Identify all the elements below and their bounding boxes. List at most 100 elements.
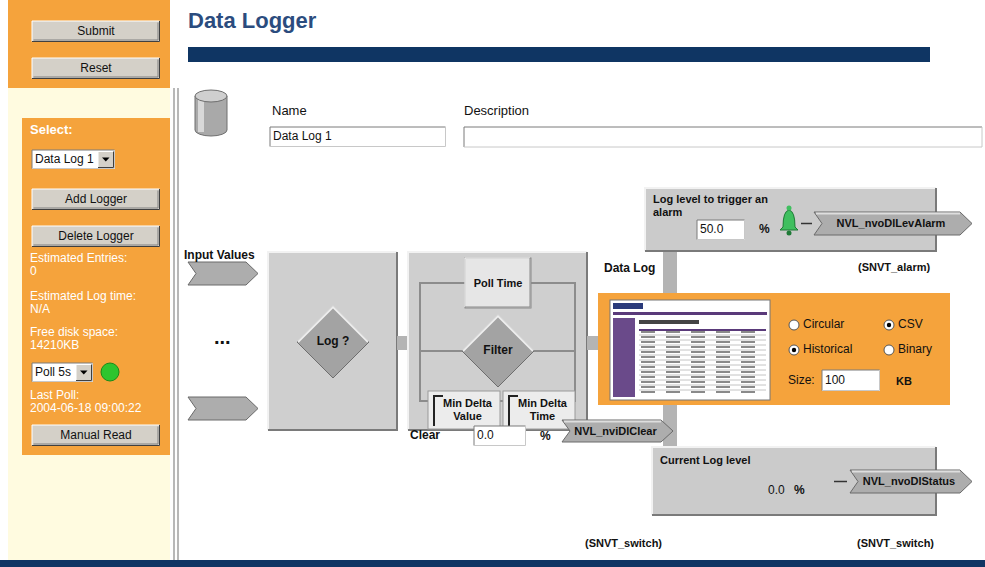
dropdown-select-label: Poll 5s <box>35 366 71 380</box>
thumbnail-cell <box>641 341 655 343</box>
dropdown-button <box>98 152 114 168</box>
decision-diamond-label: Filter <box>483 344 512 358</box>
shape-group <box>32 58 160 79</box>
push-button-label: Add Logger <box>65 193 127 207</box>
sidebar-label: Free disk space: <box>30 326 118 340</box>
dropdown-button-face <box>98 152 114 168</box>
inp-fill <box>697 220 745 240</box>
bevel-dark <box>32 21 160 42</box>
alarm-bell-icon <box>780 206 798 236</box>
panel-text: % <box>794 484 805 498</box>
network-variable-arrow: NVL_nviDlClear <box>562 420 673 442</box>
dropdown-select: Data Log 1 <box>32 150 115 169</box>
bevel-light <box>76 365 92 381</box>
log-thumbnail <box>610 300 770 400</box>
thumbnail-cell <box>666 336 680 338</box>
bevel-dark <box>822 370 880 391</box>
bevel-dark <box>32 363 93 382</box>
diagram-label: Input Values <box>184 249 255 263</box>
threshold-box: Min Delta Value <box>428 391 500 429</box>
field-label: Name <box>272 104 307 119</box>
stage-ground <box>408 252 587 430</box>
bevel-dark <box>32 189 160 210</box>
dropdown-select-label: Data Log 1 <box>35 153 94 167</box>
thumbnail-cell <box>716 331 730 333</box>
bevel-light <box>98 152 114 168</box>
push-button: Reset <box>32 58 160 79</box>
thumbnail-cell <box>641 351 655 353</box>
radio-dot <box>792 348 796 352</box>
thumbnail-row <box>639 345 766 346</box>
decision-diamond-label: Log ? <box>317 335 350 349</box>
bevel-dark <box>408 252 587 430</box>
thumbnail-cell <box>716 366 730 368</box>
thumbnail-cell <box>691 351 705 353</box>
btn-fill <box>32 21 160 42</box>
push-button-label: Reset <box>80 62 111 76</box>
status-led <box>101 363 119 381</box>
thumbnail-cell <box>666 366 680 368</box>
thumbnail-cell <box>666 351 680 353</box>
thumbnail-logo <box>613 303 643 309</box>
shape-group <box>428 391 500 429</box>
thumbnail-cell <box>641 361 655 363</box>
field-label: Description <box>464 104 529 119</box>
thumbnail-cell <box>716 371 730 373</box>
stage-ground <box>268 252 397 430</box>
bell-knob <box>787 206 792 211</box>
network-variable-arrow: NVL_nvoDlLevAlarm <box>814 212 972 235</box>
thumbnail-cell <box>691 386 705 388</box>
thumbnail-cell <box>666 356 680 358</box>
thumbnail-sidebar <box>613 318 635 397</box>
thumbnail-cell <box>741 376 755 378</box>
bevel-dark <box>34 191 159 209</box>
thumbnail-cell <box>691 376 705 378</box>
thumbnail-heading <box>639 320 699 324</box>
threshold-box-label: Min Delta Time <box>514 397 571 422</box>
thumbnail-cell <box>666 391 680 393</box>
bevel-light <box>32 21 160 42</box>
thumbnail-cell <box>641 386 655 388</box>
filter-wire <box>534 350 575 352</box>
thumbnail-row <box>639 380 766 381</box>
thumbnail-cell <box>691 361 705 363</box>
stage-link-bar <box>587 336 599 350</box>
network-variable-arrow-label: NVL_nviDlClear <box>574 425 657 438</box>
thumbnail-cell <box>641 376 655 378</box>
description-input <box>464 127 982 147</box>
bevel-dark <box>34 228 159 246</box>
thumbnail-cell <box>666 386 680 388</box>
bevel-dark <box>32 226 160 247</box>
push-button-label: Manual Read <box>60 429 131 443</box>
panel-text: Binary <box>898 343 932 357</box>
divider-line <box>177 88 179 560</box>
bevel-light <box>465 258 530 307</box>
bevel-dark <box>34 23 159 41</box>
thumbnail-cell <box>691 391 705 393</box>
panelD-fill <box>598 293 950 405</box>
shape-group <box>465 258 531 308</box>
page-title: Data Logger <box>188 8 316 33</box>
thumbnail-cell <box>741 381 755 383</box>
thumbnail-row <box>639 335 766 336</box>
btn-fill <box>32 189 160 210</box>
thumbnail-cell <box>666 346 680 348</box>
decision-diamond: Filter <box>462 315 534 387</box>
shape-group <box>32 363 93 382</box>
type-label: (SNVT_switch) <box>857 537 934 550</box>
shape-group <box>598 293 950 405</box>
current-level-panel: Current Log level0.0%NVL_nvoDlStatus <box>652 447 937 516</box>
thumbnail-cell <box>716 336 730 338</box>
bevel-light <box>474 426 526 446</box>
network-variable-arrow: NVL_nvoDlStatus <box>850 470 972 493</box>
thumbnail-cell <box>741 346 755 348</box>
text-input-label: 50.0 <box>700 223 723 237</box>
thumbnail-row <box>639 329 766 331</box>
input-ground <box>464 127 982 147</box>
panel-text: 0.0 <box>768 484 785 498</box>
thumbnail-cell <box>691 331 705 333</box>
sidebar-value: 0 <box>30 265 37 279</box>
ellipsis-mark: ... <box>214 326 231 349</box>
bevel-light <box>32 150 115 169</box>
